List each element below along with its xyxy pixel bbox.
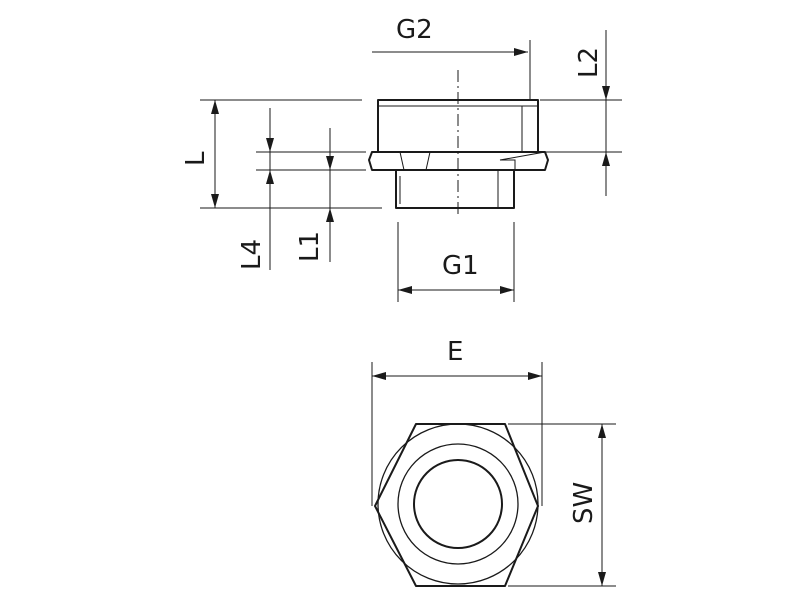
label-l2: L2 [574,47,604,78]
label-l: L [181,151,211,166]
outer-ring-circle [397,443,519,565]
front-view: E SW [371,337,616,587]
dim-e-arrow-left [372,372,386,380]
dim-sw-arrow-top [598,424,606,438]
label-e: E [447,337,463,367]
dim-sw-arrow-bottom [598,572,606,586]
dim-g2-arrow [514,48,528,56]
lower-body-outline [395,169,515,209]
hex-collar-edge-1 [399,151,405,171]
hex-collar-edge-2 [425,151,431,171]
label-l1: L1 [295,231,325,262]
dim-l2-arrow-top [602,86,610,100]
side-view: G2 L2 L L4 L1 G1 [181,15,622,302]
upper-wall-section [521,105,539,153]
label-g2: G2 [396,15,433,45]
dim-g1-arrow-right [500,286,514,294]
dim-l-arrow-bottom [211,194,219,208]
label-g1: G1 [442,251,479,281]
dim-g1-arrow-left [398,286,412,294]
lower-wall-section [497,169,515,209]
chamfer-circle [377,423,539,585]
collar-wall-section [499,151,549,171]
dim-l-arrow-top [211,100,219,114]
dim-l1-arrow-bottom [326,208,334,222]
dim-l1-arrow-top [326,156,334,170]
inner-bore-circle [413,459,503,549]
dim-l4-arrow-top [266,138,274,152]
label-l4: L4 [237,239,267,270]
label-sw: SW [569,482,599,524]
dim-e-arrow-right [528,372,542,380]
dim-l4-arrow-bottom [266,170,274,184]
dim-l2-arrow-bottom [602,152,610,166]
hex-outline [374,423,539,587]
